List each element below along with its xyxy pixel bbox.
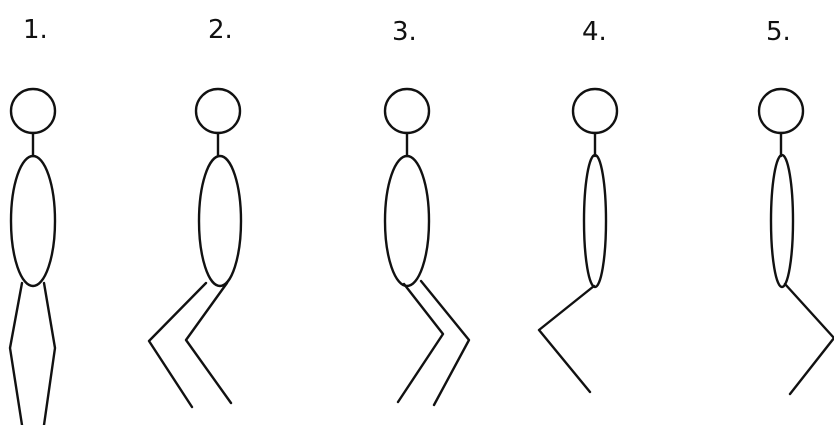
figure-1-label: 1. (23, 15, 48, 45)
figure-1-head (11, 89, 55, 133)
figure-4-torso (584, 155, 606, 287)
figure-1-right-leg (44, 283, 55, 425)
figure-5-head (759, 89, 803, 133)
figure-2-torso (199, 156, 241, 286)
figure-4: 4. (539, 17, 617, 392)
figure-3-torso (385, 156, 429, 286)
figure-2-back-leg (149, 283, 206, 407)
figure-2-front-leg (186, 283, 231, 403)
figure-3-back-leg (398, 284, 443, 402)
figure-5-torso (771, 155, 793, 287)
figure-2-head (196, 89, 240, 133)
figure-4-label: 4. (582, 17, 607, 47)
figure-4-head (573, 89, 617, 133)
figure-5-leg (785, 284, 834, 394)
figure-3-head (385, 89, 429, 133)
figure-3: 3. (385, 17, 469, 405)
figure-3-label: 3. (392, 17, 417, 47)
figure-5-label: 5. (766, 17, 791, 47)
figure-1-torso (11, 156, 55, 286)
figure-1: 1. (10, 15, 55, 425)
figure-2-label: 2. (208, 15, 233, 45)
figure-2: 2. (149, 15, 241, 407)
figure-1-left-leg (10, 283, 22, 425)
figure-3-front-leg (421, 281, 469, 405)
figure-4-leg (539, 286, 594, 392)
figure-5: 5. (759, 17, 834, 394)
